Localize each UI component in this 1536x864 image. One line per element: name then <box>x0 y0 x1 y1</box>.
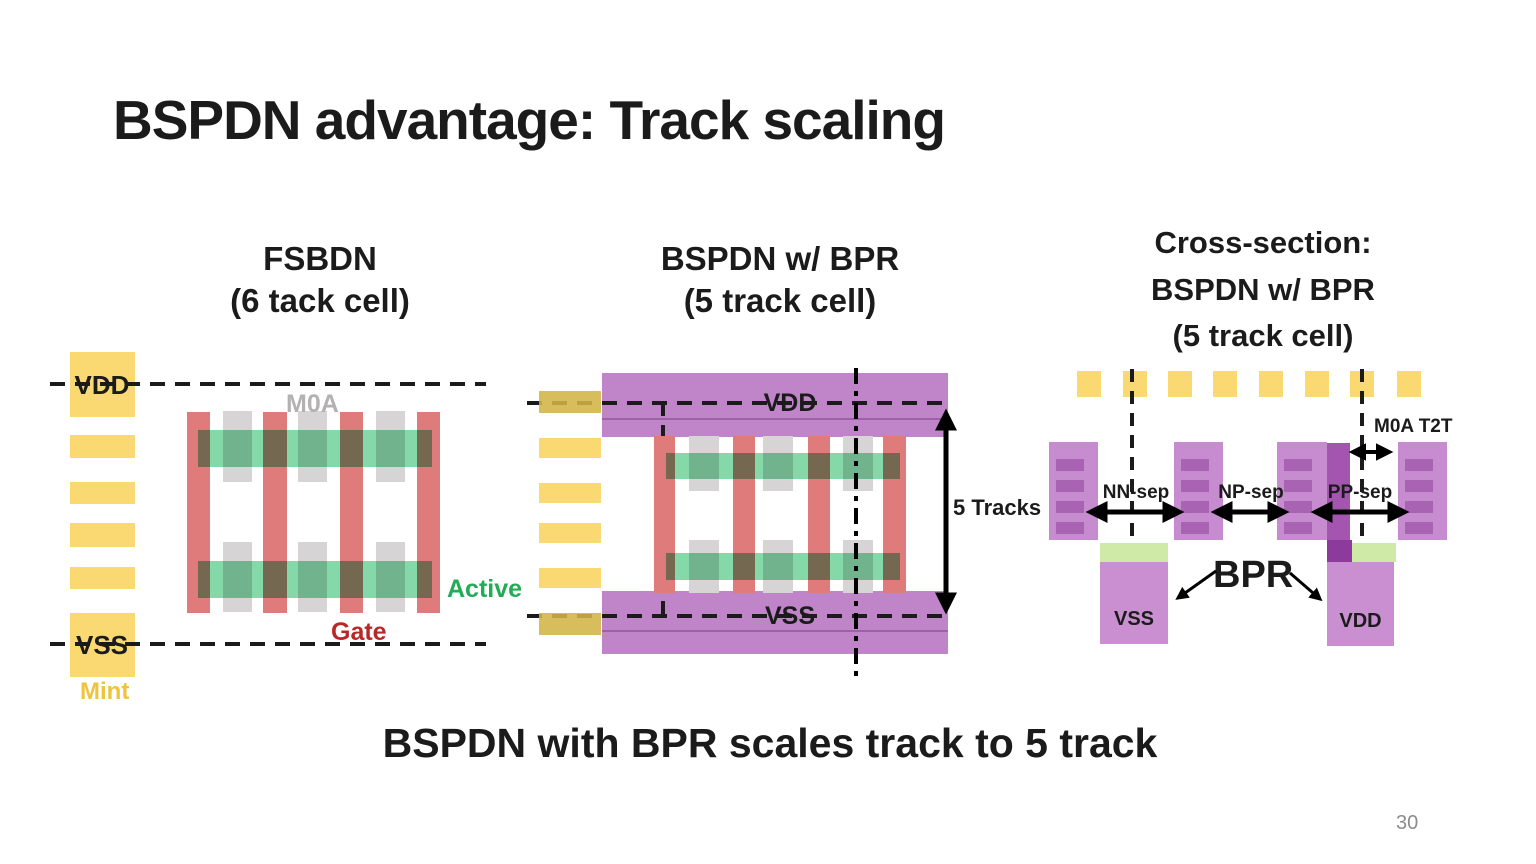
cross-device-stack <box>1398 442 1447 540</box>
fsbdn-mint-track-block <box>70 482 135 504</box>
fsbdn-active-label: Active <box>447 575 523 603</box>
cross-heading: Cross-section: BSPDN w/ BPR (5 track cel… <box>1085 220 1441 360</box>
cross-vss-bpr-rail: VSS <box>1100 562 1168 644</box>
cross-heading-line3: (5 track cell) <box>1172 318 1354 353</box>
bspdn-vss-rail-edge <box>602 630 948 632</box>
bspdn-vdd-rail <box>602 373 948 437</box>
cross-sti-strip <box>1352 543 1396 562</box>
bspdn-active-bar <box>666 453 900 479</box>
fsbdn-gate-bar <box>417 412 440 613</box>
cross-mint-square <box>1123 371 1147 397</box>
slide-title: BSPDN advantage: Track scaling <box>113 89 946 151</box>
fsbdn-vss-dashed-line <box>50 642 486 646</box>
cross-m0a-t2t-label: M0A T2T <box>1374 416 1453 437</box>
cross-sti-strip <box>1100 543 1168 562</box>
bspdn-gate-bar <box>883 436 906 593</box>
fsbdn-heading: FSBDN (6 tack cell) <box>145 238 495 322</box>
cross-vdd-label: VDD <box>1339 610 1382 632</box>
cross-heading-line1: Cross-section: <box>1154 225 1372 260</box>
bspdn-heading-line1: BSPDN w/ BPR <box>660 240 900 277</box>
bspdn-heading-line2: (5 track cell) <box>683 282 877 320</box>
fsbdn-gate-bar <box>340 412 363 613</box>
cross-via-square <box>1327 540 1352 563</box>
fsbdn-vdd-dashed-line <box>50 382 486 386</box>
bspdn-active-bar <box>666 553 900 580</box>
fsbdn-mint-track-block <box>70 567 135 589</box>
cross-pp-sep-label: PP-sep <box>1327 482 1393 503</box>
cross-mint-square <box>1213 371 1237 397</box>
fsbdn-heading-line1: FSBDN <box>263 240 377 277</box>
cross-mint-square <box>1305 371 1329 397</box>
fsbdn-mint-track-block <box>70 435 135 458</box>
page-number: 30 <box>1396 812 1419 834</box>
bspdn-vss-dashed-line <box>527 614 947 618</box>
bspdn-vss-label: VSS <box>764 602 816 630</box>
fsbdn-vss-label: VSS <box>75 630 129 660</box>
bspdn-vdd-label: VDD <box>763 389 817 417</box>
bspdn-vdd-track-block <box>539 391 601 413</box>
cross-mint-square <box>1168 371 1192 397</box>
cross-nn-sep-label: NN-sep <box>1102 482 1170 503</box>
bspdn-vss-rail <box>602 591 948 654</box>
cross-device-stack <box>1049 442 1098 540</box>
cross-bpr-label: BPR <box>1213 554 1294 596</box>
bspdn-mint-track-block <box>539 568 601 588</box>
fsbdn-vdd-label: VDD <box>74 370 130 400</box>
fsbdn-active-bar <box>198 430 432 467</box>
fsbdn-m0a-label: M0A <box>286 390 339 418</box>
cross-np-sep-label: NP-sep <box>1218 482 1284 503</box>
cross-vdd-centerline <box>1360 369 1364 607</box>
fsbdn-heading-line2: (6 tack cell) <box>230 282 410 320</box>
bspdn-five-tracks-label: 5 Tracks <box>953 495 1042 520</box>
bspdn-gate-bar <box>808 436 830 593</box>
cross-mint-square <box>1077 371 1101 397</box>
cross-heading-line2: BSPDN w/ BPR <box>1151 271 1375 307</box>
cross-vdd-bpr-rail: VDD <box>1327 562 1394 646</box>
bspdn-vdd-dashed-line <box>527 401 947 405</box>
bspdn-mint-track-block <box>539 438 601 458</box>
cross-vss-centerline <box>1130 369 1134 597</box>
cross-stack-sheets <box>1284 459 1312 537</box>
bspdn-vdd-rail-edge <box>602 418 948 420</box>
fsbdn-mint-label: Mint <box>80 678 130 705</box>
cross-stack-sheets <box>1405 459 1433 537</box>
cross-stack-sheets <box>1056 459 1084 537</box>
bspdn-mint-track-block <box>539 483 601 503</box>
bspdn-gate-bar <box>654 436 675 593</box>
bspdn-gate-bar <box>733 436 755 593</box>
fsbdn-gate-bar <box>187 412 210 613</box>
cross-vss-label: VSS <box>1113 608 1155 630</box>
fsbdn-gate-bar <box>263 412 287 613</box>
bspdn-mint-track-block <box>539 523 601 543</box>
cross-mint-square <box>1397 371 1421 397</box>
bottom-message: BSPDN with BPR scales track to 5 track <box>382 720 1158 766</box>
bspdn-heading: BSPDN w/ BPR (5 track cell) <box>605 238 955 322</box>
cross-device-stack <box>1277 442 1327 540</box>
cross-mint-square <box>1259 371 1283 397</box>
cross-device-stack <box>1174 442 1223 540</box>
bspdn-vss-track-block <box>539 613 601 635</box>
fsbdn-gate-label: Gate <box>331 618 387 646</box>
cross-stack-sheets <box>1181 459 1209 537</box>
fsbdn-mint-track-block <box>70 523 135 547</box>
fsbdn-active-bar <box>198 561 432 598</box>
